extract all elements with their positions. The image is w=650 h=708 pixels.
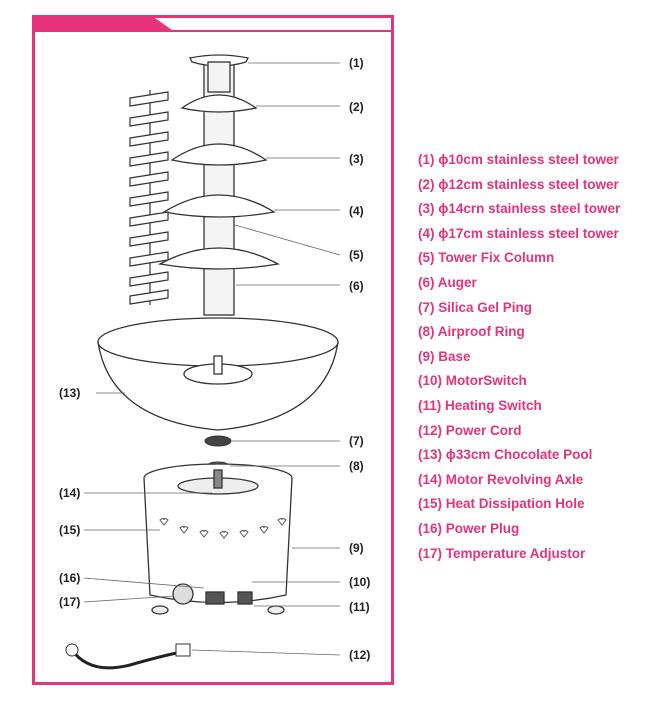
legend-item-5: (5) Tower Fix Column bbox=[418, 250, 555, 266]
legend-item-12: (12) Power Cord bbox=[418, 422, 522, 438]
legend-item-17: (17) Temperature Adjustor bbox=[418, 545, 586, 561]
legend-item-6: (6) Auger bbox=[418, 274, 477, 290]
silica-gel-ring bbox=[204, 435, 232, 447]
callout-11: (11) bbox=[349, 600, 370, 614]
callout-9: (9) bbox=[349, 541, 364, 555]
legend-item-10: (10) MotorSwitch bbox=[418, 373, 527, 389]
tier-2 bbox=[180, 94, 258, 113]
leader-lines bbox=[83, 62, 341, 656]
tier-5 bbox=[158, 247, 280, 270]
callout-5: (5) bbox=[349, 248, 364, 262]
chocolate-pool bbox=[97, 317, 339, 431]
header-band-left bbox=[35, 18, 170, 32]
auger bbox=[129, 90, 169, 305]
legend-item-8: (8) Airproof Ring bbox=[418, 324, 525, 340]
legend-item-14: (14) Motor Revolving Axle bbox=[418, 471, 584, 487]
callout-13: (13) bbox=[59, 386, 81, 400]
callout-12: (12) bbox=[349, 648, 371, 662]
callout-3: (3) bbox=[349, 152, 364, 166]
legend-item-11: (11) Heating Switch bbox=[418, 397, 542, 413]
tier-4 bbox=[162, 194, 276, 218]
callout-14: (14) bbox=[59, 486, 81, 500]
legend-item-13: (13) ϕ33cm Chocolate Pool bbox=[418, 447, 593, 463]
callout-15: (15) bbox=[59, 523, 81, 537]
callout-2: (2) bbox=[349, 100, 364, 114]
legend-item-15: (15) Heat Dissipation Hole bbox=[418, 496, 585, 512]
callout-16: (16) bbox=[59, 571, 81, 585]
legend-item-9: (9) Base bbox=[418, 348, 471, 364]
callout-8: (8) bbox=[349, 459, 364, 473]
callout-6: (6) bbox=[349, 279, 364, 293]
tier-1 bbox=[189, 54, 249, 67]
callout-1: (1) bbox=[349, 56, 364, 70]
header-band-white bbox=[155, 18, 391, 30]
legend-item-1: (1) ϕ10cm stainless steel tower bbox=[418, 152, 619, 167]
callout-17: (17) bbox=[59, 595, 81, 609]
legend-item-16: (16) Power Plug bbox=[418, 520, 520, 536]
power-cord bbox=[70, 649, 183, 670]
heat-dissipation-holes bbox=[159, 518, 287, 539]
legend-item-7: (7) Silica Gel Ping bbox=[418, 299, 533, 315]
legend-item-4: (4) ϕ17cm stainless steel tower bbox=[418, 225, 619, 241]
base bbox=[143, 463, 293, 615]
callout-10: (10) bbox=[349, 575, 371, 589]
legend-item-3: (3) ϕ14crn stainless steel tower bbox=[418, 201, 621, 217]
legend-item-2: (2) ϕ12cm stainless steel tower bbox=[418, 176, 619, 192]
callout-7: (7) bbox=[349, 434, 364, 448]
callout-4: (4) bbox=[349, 204, 364, 218]
parts-legend: (1) ϕ10cm stainless steel tower (2) ϕ12c… bbox=[418, 148, 646, 566]
tower-assembly bbox=[158, 54, 280, 316]
tier-3 bbox=[170, 143, 268, 166]
